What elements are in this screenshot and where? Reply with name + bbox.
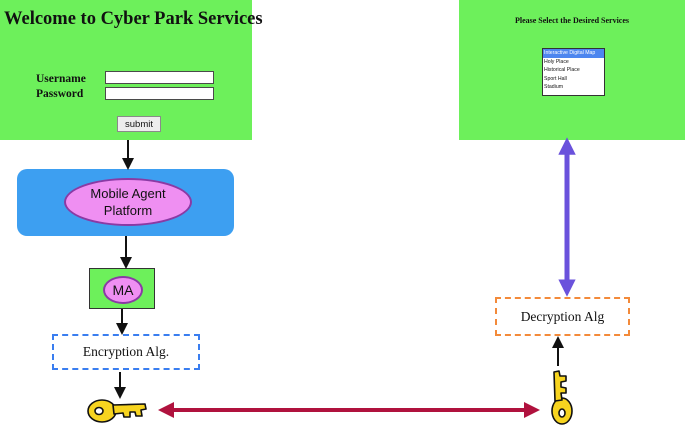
service-option-sport-hall[interactable]: Sport Hall — [544, 75, 567, 82]
key-icon-decryption — [551, 370, 573, 425]
service-option-digital-map[interactable]: Interactive Digital Map — [543, 49, 604, 58]
password-label: Password — [36, 88, 84, 100]
username-input[interactable] — [105, 71, 214, 84]
service-option-historical-place[interactable]: Historical Place — [544, 67, 580, 74]
username-label: Username — [36, 73, 86, 85]
platform-label-line2: Platform — [103, 203, 153, 218]
platform-label-line1: Mobile Agent — [90, 186, 166, 201]
mobile-agent-node: MA — [103, 276, 143, 304]
encryption-alg-box: Encryption Alg. — [52, 334, 200, 370]
service-option-holy-place[interactable]: Holy Place — [544, 58, 569, 65]
mobile-agent-platform-node: Mobile Agent Platform — [64, 178, 192, 226]
key-icon-encryption — [87, 399, 147, 423]
login-title: Welcome to Cyber Park Services — [4, 9, 263, 29]
submit-button[interactable]: submit — [117, 116, 161, 132]
decryption-alg-box: Decryption Alg — [495, 297, 630, 336]
service-option-stadium[interactable]: Stadium — [544, 84, 564, 91]
services-title: Please Select the Desired Services — [514, 16, 630, 25]
service-listbox[interactable]: Interactive Digital Map Holy Place Histo… — [542, 48, 605, 96]
password-input[interactable] — [105, 87, 214, 100]
